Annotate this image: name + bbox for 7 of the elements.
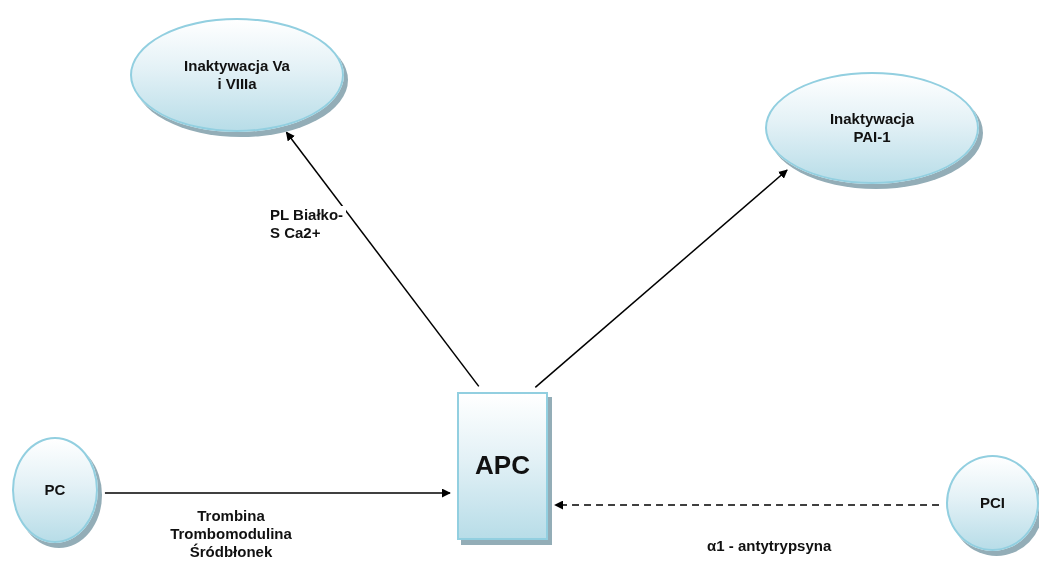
arrow <box>285 131 480 388</box>
node-label: Inaktywacja Va i VIIIa <box>183 57 291 93</box>
node-label: PC <box>44 481 66 499</box>
arrow <box>534 169 788 389</box>
node-label: APC <box>475 450 530 482</box>
node-label: PCI <box>980 494 1005 512</box>
node-label: Inaktywacja PAI-1 <box>828 110 916 146</box>
